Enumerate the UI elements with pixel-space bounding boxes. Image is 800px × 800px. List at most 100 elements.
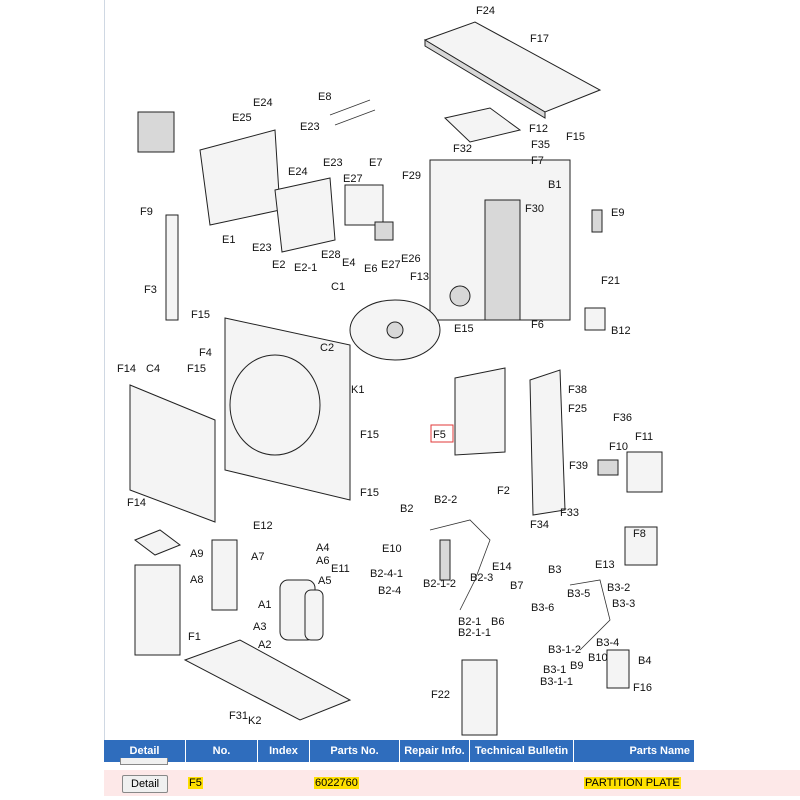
heatsink-part: [137, 111, 175, 153]
label-B3-1: B3-1: [543, 664, 566, 676]
front-panel-hole: [229, 354, 321, 456]
diagram-svg: F24 F17 F12 F35 F15 F7 F32 B1 F29 F30 E9…: [117, 5, 663, 736]
label-F15e: F15: [360, 487, 379, 499]
label-C4: C4: [146, 363, 160, 375]
label-B12: B12: [611, 325, 631, 337]
wire-e8b: [334, 109, 376, 126]
parts-name-value: PARTITION PLATE: [584, 777, 681, 789]
label-B3-6: B3-6: [531, 602, 554, 614]
label-B7: B7: [510, 580, 523, 592]
strip-f3-part: [165, 214, 179, 321]
label-F15c: F15: [187, 363, 206, 375]
terminal-part: [374, 221, 394, 241]
label-B3-1-2: B3-1-2: [548, 644, 581, 656]
cell-detail: Detail: [104, 774, 186, 793]
label-E25: E25: [232, 112, 252, 124]
label-E10: E10: [382, 543, 402, 555]
label-F12: F12: [529, 123, 548, 135]
label-B3-5: B3-5: [567, 588, 590, 600]
label-A7: A7: [251, 551, 264, 563]
parts-no-value: 6022760: [314, 777, 359, 789]
fan-hub-part: [386, 321, 404, 339]
header-index: Index: [258, 740, 310, 762]
label-B10: B10: [588, 652, 608, 664]
valve-b2-part: [439, 539, 451, 581]
label-B2-1: B2-1: [458, 616, 481, 628]
label-A3: A3: [253, 621, 266, 633]
part-b4: [606, 649, 630, 689]
label-E11: E11: [331, 563, 350, 575]
pipe-b3: [569, 579, 611, 651]
label-A1: A1: [258, 599, 271, 611]
label-F11: F11: [635, 431, 653, 443]
label-B9: B9: [570, 660, 583, 672]
label-E14: E14: [492, 561, 512, 573]
label-B2-3: B2-3: [470, 572, 493, 584]
label-F2: F2: [497, 485, 510, 497]
table-header: Detail No. Index Parts No. Repair Info. …: [104, 740, 694, 762]
label-E23c: E23: [252, 242, 272, 254]
label-F22: F22: [431, 689, 450, 701]
label-F34: F34: [530, 519, 549, 531]
label-A9: A9: [190, 548, 203, 560]
label-F15b: F15: [191, 309, 210, 321]
label-F32: F32: [453, 143, 472, 155]
label-B3-1-1: B3-1-1: [540, 676, 573, 688]
label-E12: E12: [253, 520, 273, 532]
electrical-box-part: [199, 129, 281, 226]
label-E9: E9: [611, 207, 624, 219]
label-F38: F38: [568, 384, 587, 396]
label-C1: C1: [331, 281, 345, 293]
label-E15: E15: [454, 323, 474, 335]
label-E27a: E27: [343, 173, 363, 185]
label-E2: E2: [272, 259, 285, 271]
label-A5: A5: [318, 575, 331, 587]
side-panel-part: [529, 369, 566, 516]
detail-button[interactable]: Detail: [122, 774, 169, 793]
label-C2: C2: [320, 342, 334, 354]
base-plate-part: [183, 639, 352, 721]
cell-parts-name: PARTITION PLATE: [574, 777, 754, 789]
label-F1: F1: [188, 631, 201, 643]
label-F16: F16: [633, 682, 652, 694]
label-B2-4-1: B2-4-1: [370, 568, 403, 580]
label-A4: A4: [316, 542, 329, 554]
cover-a9-part: [133, 529, 182, 556]
label-B2-4: B2-4: [378, 585, 401, 597]
previous-detail-button-edge[interactable]: [120, 758, 168, 765]
label-B6: B6: [491, 616, 504, 628]
label-E2-1: E2-1: [294, 262, 317, 274]
header-detail: Detail: [104, 740, 186, 762]
label-F5: F5: [433, 429, 446, 441]
part-b12: [584, 307, 606, 331]
label-A6: A6: [316, 555, 329, 567]
exploded-parts-diagram: F24 F17 F12 F35 F15 F7 F32 B1 F29 F30 E9…: [117, 5, 663, 736]
label-E23b: E23: [323, 157, 343, 169]
accumulator-part: [304, 589, 324, 641]
label-B1: B1: [548, 179, 561, 191]
page-divider: [104, 0, 105, 740]
label-K2: K2: [248, 715, 261, 727]
fan-motor-part: [449, 285, 471, 307]
label-F36: F36: [613, 412, 632, 424]
plate-f12-part: [443, 107, 522, 143]
label-F14a: F14: [117, 363, 136, 375]
label-A2: A2: [258, 639, 271, 651]
header-no: No.: [186, 740, 258, 762]
label-B3-2: B3-2: [607, 582, 630, 594]
label-F39: F39: [569, 460, 588, 472]
header-repair-info: Repair Info.: [400, 740, 470, 762]
label-F10: F10: [609, 441, 628, 453]
label-F6: F6: [531, 319, 544, 331]
part-e9: [591, 209, 603, 233]
label-E26: E26: [401, 253, 421, 265]
label-F30: F30: [525, 203, 544, 215]
part-f10: [597, 459, 619, 476]
label-E24b: E24: [288, 166, 308, 178]
label-E13: E13: [595, 559, 615, 571]
label-B2-1-2: B2-1-2: [423, 578, 456, 590]
label-B3: B3: [548, 564, 561, 576]
label-B2-2: B2-2: [434, 494, 457, 506]
motor-bracket-part: [484, 199, 521, 321]
wire-e8: [329, 99, 371, 116]
